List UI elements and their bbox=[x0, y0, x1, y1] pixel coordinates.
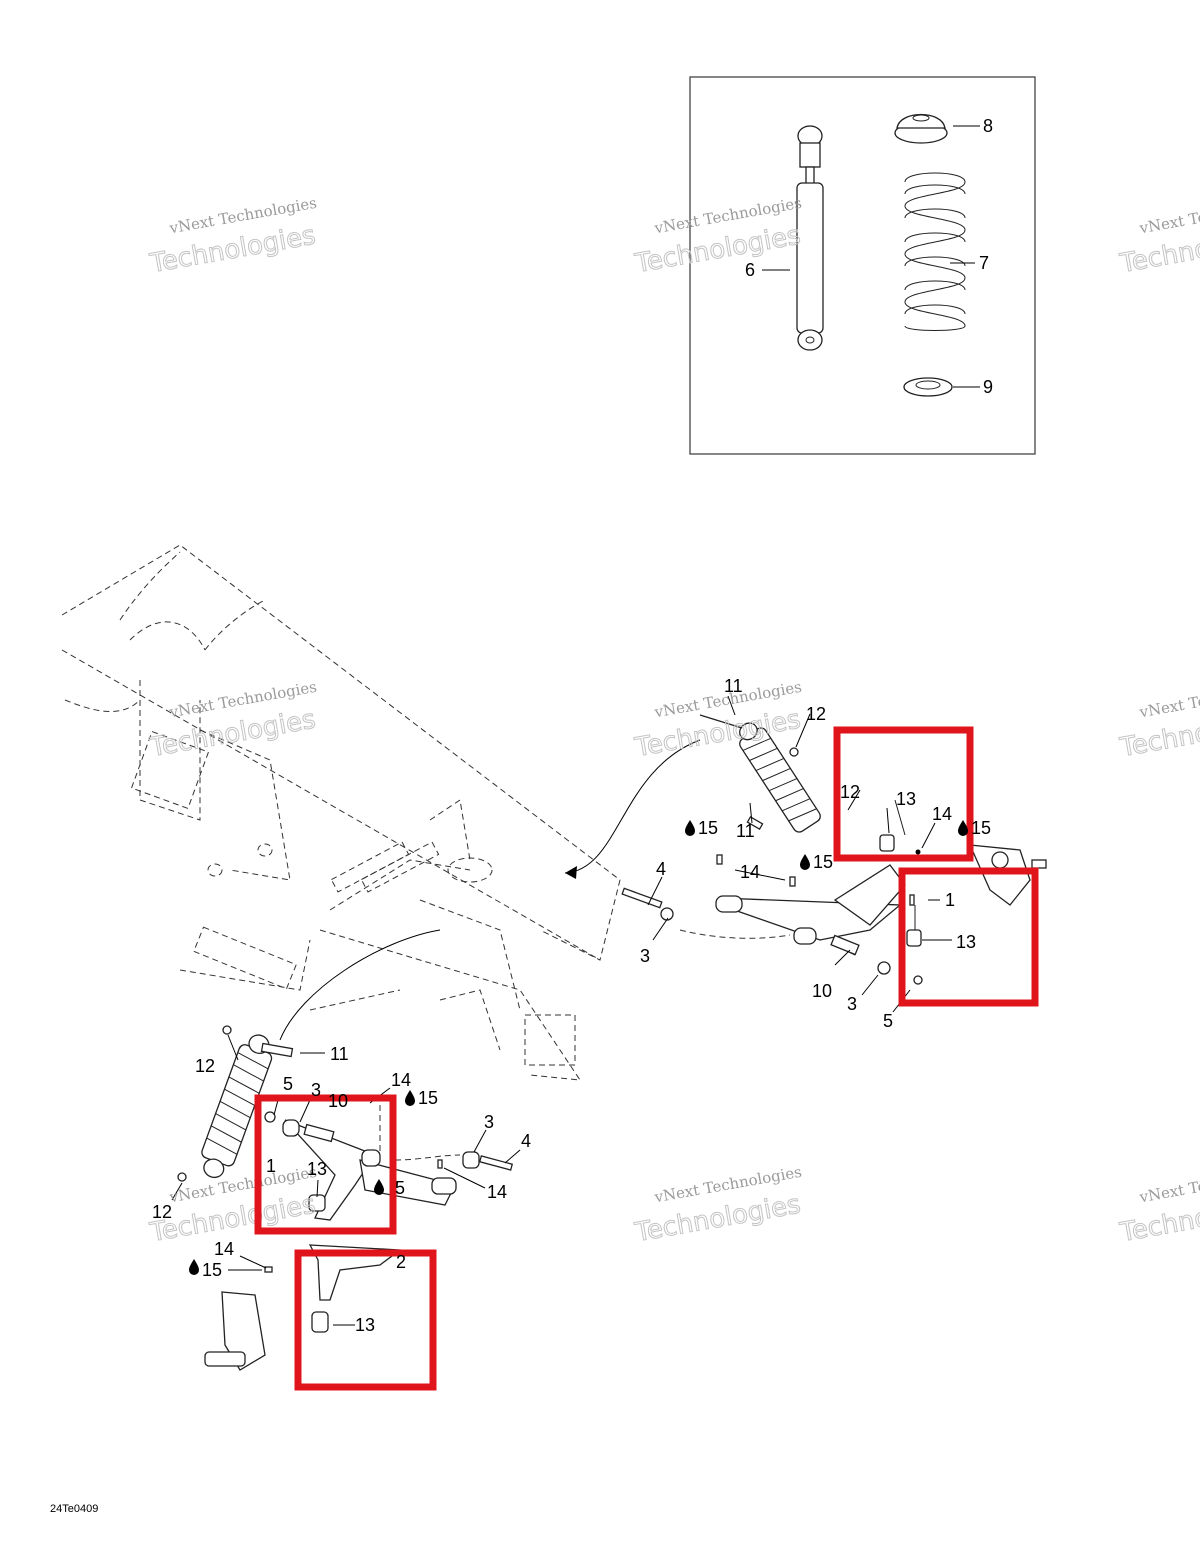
vehicle-frame bbox=[61, 544, 621, 1081]
callout-14: 14 bbox=[214, 1239, 234, 1259]
callout-6: 6 bbox=[745, 260, 755, 280]
callout-9: 9 bbox=[983, 377, 993, 397]
callout-3: 3 bbox=[847, 994, 857, 1014]
svg-text:vNext Technologies: vNext Technologies bbox=[1137, 1163, 1200, 1207]
callout-1: 1 bbox=[945, 890, 955, 910]
callout-8: 8 bbox=[983, 116, 993, 136]
highlight-box-left-upper bbox=[254, 1094, 397, 1235]
watermark-group: Technologies vNext Technologies Technolo… bbox=[147, 194, 1200, 1249]
spring-washer-part bbox=[903, 377, 953, 397]
callout-15: 15 bbox=[698, 818, 718, 838]
lubricant-drop-icon bbox=[685, 820, 695, 836]
callout-5: 5 bbox=[283, 1074, 293, 1094]
callout-2: 2 bbox=[396, 1252, 406, 1272]
highlight-box-right-lower bbox=[898, 867, 1039, 1007]
watermark: Technologies vNext Technologies bbox=[147, 678, 319, 764]
figure-reference: 24Te0409 bbox=[50, 1503, 98, 1515]
callout-14: 14 bbox=[740, 862, 760, 882]
watermark: Technologies vNext Technologies bbox=[1117, 678, 1200, 764]
shock-kit-inset bbox=[689, 76, 1036, 455]
callout-13: 13 bbox=[355, 1315, 375, 1335]
callout-4: 4 bbox=[521, 1131, 531, 1151]
callout-13: 13 bbox=[307, 1159, 327, 1179]
callout-10: 10 bbox=[328, 1091, 348, 1111]
watermark: Technologies vNext Technologies bbox=[632, 678, 804, 764]
lubricant-drop-icon bbox=[405, 1090, 415, 1106]
callout-12: 12 bbox=[195, 1056, 215, 1076]
callout-12: 12 bbox=[152, 1202, 172, 1222]
highlight-box-right-upper bbox=[833, 726, 974, 862]
svg-text:vNext Technologies: vNext Technologies bbox=[1137, 678, 1200, 722]
callout-12: 12 bbox=[840, 782, 860, 802]
highlight-box-left-lower bbox=[294, 1249, 437, 1391]
callout-12: 12 bbox=[806, 704, 826, 724]
callout-13: 13 bbox=[896, 789, 916, 809]
callout-11: 11 bbox=[330, 1044, 349, 1064]
watermark: Technologies vNext Technologies bbox=[632, 194, 804, 280]
callout-5: 5 bbox=[395, 1178, 405, 1198]
watermark: Technologies vNext Technologies bbox=[147, 194, 319, 280]
shock-absorber-part bbox=[796, 125, 824, 351]
callout-labels: 8 7 6 9 11 12 12 13 14 15 11 15 15 14 4 … bbox=[152, 116, 993, 1335]
callout-15: 15 bbox=[971, 818, 991, 838]
callout-14: 14 bbox=[391, 1070, 411, 1090]
watermark: Technologies vNext Technologies bbox=[632, 1163, 804, 1249]
callout-11: 11 bbox=[724, 676, 743, 696]
callout-4: 4 bbox=[656, 859, 666, 879]
callout-7: 7 bbox=[979, 253, 989, 273]
callout-15: 15 bbox=[813, 852, 833, 872]
callout-13: 13 bbox=[956, 932, 976, 952]
svg-text:vNext Technologies: vNext Technologies bbox=[1137, 194, 1200, 238]
spring-cup-part bbox=[894, 114, 948, 144]
callout-11: 11 bbox=[736, 821, 755, 841]
watermark: Technologies vNext Technologies bbox=[1117, 1163, 1200, 1249]
callout-15: 15 bbox=[418, 1088, 438, 1108]
left-suspension-assembly bbox=[171, 1025, 521, 1371]
callout-10: 10 bbox=[812, 981, 832, 1001]
watermark: Technologies vNext Technologies bbox=[1117, 194, 1200, 280]
callout-3: 3 bbox=[484, 1112, 494, 1132]
callout-3: 3 bbox=[311, 1080, 321, 1100]
right-suspension-assembly bbox=[621, 695, 1047, 1013]
callout-14: 14 bbox=[932, 804, 952, 824]
lubricant-drop-icon bbox=[800, 854, 810, 870]
lubricant-drop-icon bbox=[189, 1259, 199, 1275]
coil-spring-part bbox=[904, 172, 966, 331]
callout-3: 3 bbox=[640, 946, 650, 966]
callout-1: 1 bbox=[266, 1156, 276, 1176]
callout-5: 5 bbox=[883, 1011, 893, 1031]
callout-14: 14 bbox=[487, 1182, 507, 1202]
highlight-boxes bbox=[254, 726, 1039, 1391]
callout-15: 15 bbox=[202, 1260, 222, 1280]
